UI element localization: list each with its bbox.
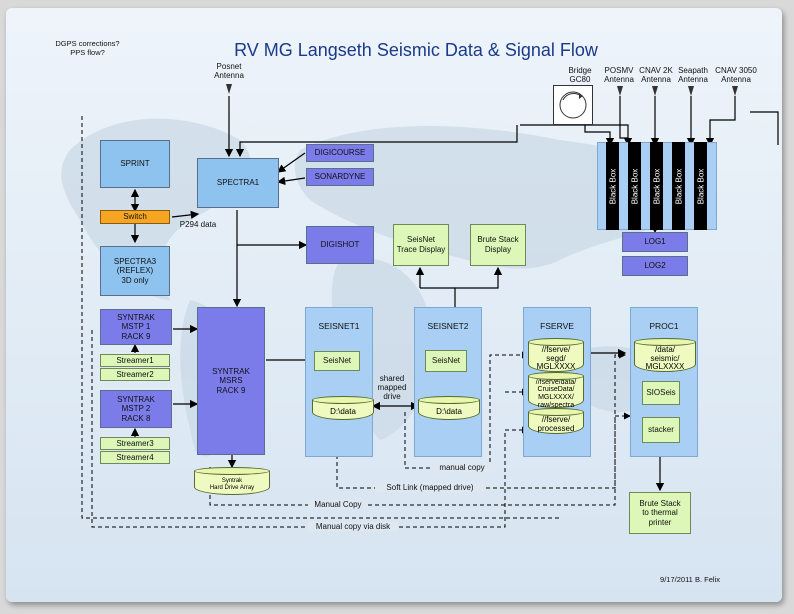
digishot-box: DIGISHOT — [306, 226, 374, 264]
diagram-title: RV MG Langseth Seismic Data & Signal Flo… — [234, 40, 598, 60]
p294-data-label: P294 data — [179, 220, 217, 229]
streamer1-box: Streamer1 — [100, 354, 170, 367]
seapath-antenna-label: Seapath Antenna — [678, 66, 708, 85]
sioseis-box: SIOSeis — [642, 381, 680, 405]
seisnet1-seisnet-box: SeisNet — [314, 351, 360, 371]
black-box-1: Black Box — [606, 142, 619, 230]
antenna-icon — [732, 86, 738, 96]
syntrak-msrs-box: SYNTRAK MSRS RACK 9 — [197, 307, 265, 455]
stacker-box: stacker — [642, 417, 680, 443]
digicourse-box: DIGICOURSE — [306, 144, 374, 162]
cnav3050-antenna-label: CNAV 3050 Antenna — [715, 66, 757, 85]
syntrak-hard-drive-array: Syntrak Hard Drive Array — [194, 467, 270, 495]
log2-box: LOG2 — [622, 256, 688, 276]
sprint-box: SPRINT — [100, 140, 170, 188]
proc1-seismic-drive: /data/ seismic/ MGLXXXX — [634, 338, 696, 372]
black-box-5: Black Box — [694, 142, 707, 230]
spectra3-box: SPECTRA3 (REFLEX) 3D only — [100, 246, 170, 296]
cnav2k-antenna-label: CNAV 2K Antenna — [639, 66, 673, 85]
syntrak-mstp1-box: SYNTRAK MSTP 1 RACK 9 — [100, 309, 172, 345]
manual-copy-label: manual copy — [432, 463, 492, 473]
brute-stack-display-box: Brute Stack Display — [470, 224, 526, 266]
log1-box: LOG1 — [622, 232, 688, 252]
fserve-processed-drive: //fserve/ processed — [528, 408, 584, 434]
seisnet2-panel: SEISNET2 — [414, 307, 482, 457]
dgps-note: DGPS corrections? PPS flow? — [55, 39, 120, 57]
antenna-icon — [652, 86, 658, 96]
streamer2-box: Streamer2 — [100, 368, 170, 381]
hard-drive-array-label: Hard Drive Array — [209, 485, 255, 491]
seisnet1-d-data-drive: D:\data — [312, 396, 374, 420]
streamer4-box: Streamer4 — [100, 451, 170, 464]
antenna-icon — [617, 86, 623, 96]
switch-box: Switch — [100, 210, 170, 224]
shared-mapped-drive-label: shared mapped drive — [377, 374, 407, 402]
footer-credit: 9/17/2011 B. Felix — [660, 575, 720, 584]
gyrocompass-icon — [553, 85, 593, 125]
posnet-antenna-label: Posnet Antenna — [214, 62, 244, 81]
sonardyne-box: SONARDYNE — [306, 168, 374, 186]
black-box-3: Black Box — [650, 142, 663, 230]
manual-copy-via-disk-label: Manual copy via disk — [308, 522, 398, 532]
antenna-icon — [226, 84, 232, 94]
brute-stack-printer-box: Brute Stack to thermal printer — [629, 492, 691, 534]
spectra1-box: SPECTRA1 — [197, 158, 279, 208]
fserve-segd-drive: //fserve/ segd/ MGLXXXX — [528, 338, 584, 372]
black-box-2: Black Box — [628, 142, 641, 230]
bridge-gc80-label: Bridge GC80 — [568, 66, 592, 85]
fserve-cruisedata-drive: //fserve/data/ CruiseData/ MGLXXXX/ raw/… — [528, 372, 584, 409]
seisnet1-panel: SEISNET1 — [305, 307, 373, 457]
antenna-icon — [688, 86, 694, 96]
syntrak-mstp2-box: SYNTRAK MSTP 2 RACK 8 — [100, 390, 172, 428]
seisnet2-seisnet-box: SeisNet — [425, 350, 467, 372]
soft-link-label: Soft Link (mapped drive) — [375, 483, 485, 493]
black-box-4: Black Box — [672, 142, 685, 230]
manual-copy-capital-label: Manual Copy — [308, 500, 368, 510]
seisnet2-d-data-drive: D:\data — [418, 396, 480, 420]
streamer3-box: Streamer3 — [100, 437, 170, 450]
posmv-antenna-label: POSMV Antenna — [604, 66, 634, 85]
seisnet-trace-display-box: SeisNet Trace Display — [393, 224, 449, 266]
syntrak-storage-label: Syntrak — [221, 478, 243, 485]
